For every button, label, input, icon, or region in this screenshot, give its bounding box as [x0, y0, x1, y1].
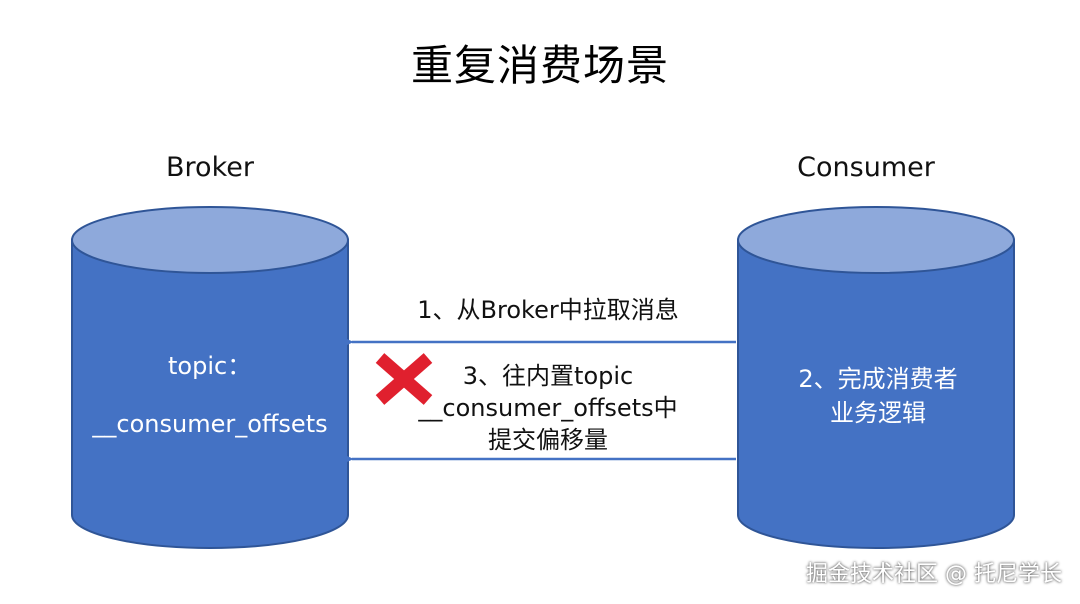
- step3-label: 3、往内置topic __consumer_offsets中 提交偏移量: [360, 360, 736, 456]
- diagram-title: 重复消费场景: [410, 41, 669, 90]
- consumer-text-line2: 业务逻辑: [830, 399, 926, 427]
- step3-line1: 3、往内置topic: [462, 362, 634, 390]
- step1-label: 1、从Broker中拉取消息: [417, 296, 679, 324]
- step3-line2: __consumer_offsets中: [418, 394, 678, 422]
- broker-cylinder-body: [71, 239, 349, 549]
- step3-line3: 提交偏移量: [488, 426, 608, 454]
- consumer-business-logic: 2、完成消费者 业务逻辑: [740, 362, 1016, 430]
- consumer-text-line1: 2、完成消费者: [798, 365, 958, 393]
- consumer-label: Consumer: [797, 152, 935, 183]
- broker-cylinder: [71, 206, 349, 549]
- broker-label: Broker: [166, 152, 254, 183]
- broker-topic-label: topic：: [168, 352, 252, 380]
- consumer-cylinder-top: [737, 206, 1015, 274]
- broker-cylinder-top: [71, 206, 349, 274]
- failure-cross-icon: [375, 353, 433, 405]
- consumer-cylinder-body: [737, 239, 1015, 549]
- consumer-cylinder: [737, 206, 1015, 549]
- watermark: 掘金技术社区 @ 托尼学长: [806, 562, 1062, 587]
- broker-offsets-label: __consumer_offsets: [92, 410, 328, 438]
